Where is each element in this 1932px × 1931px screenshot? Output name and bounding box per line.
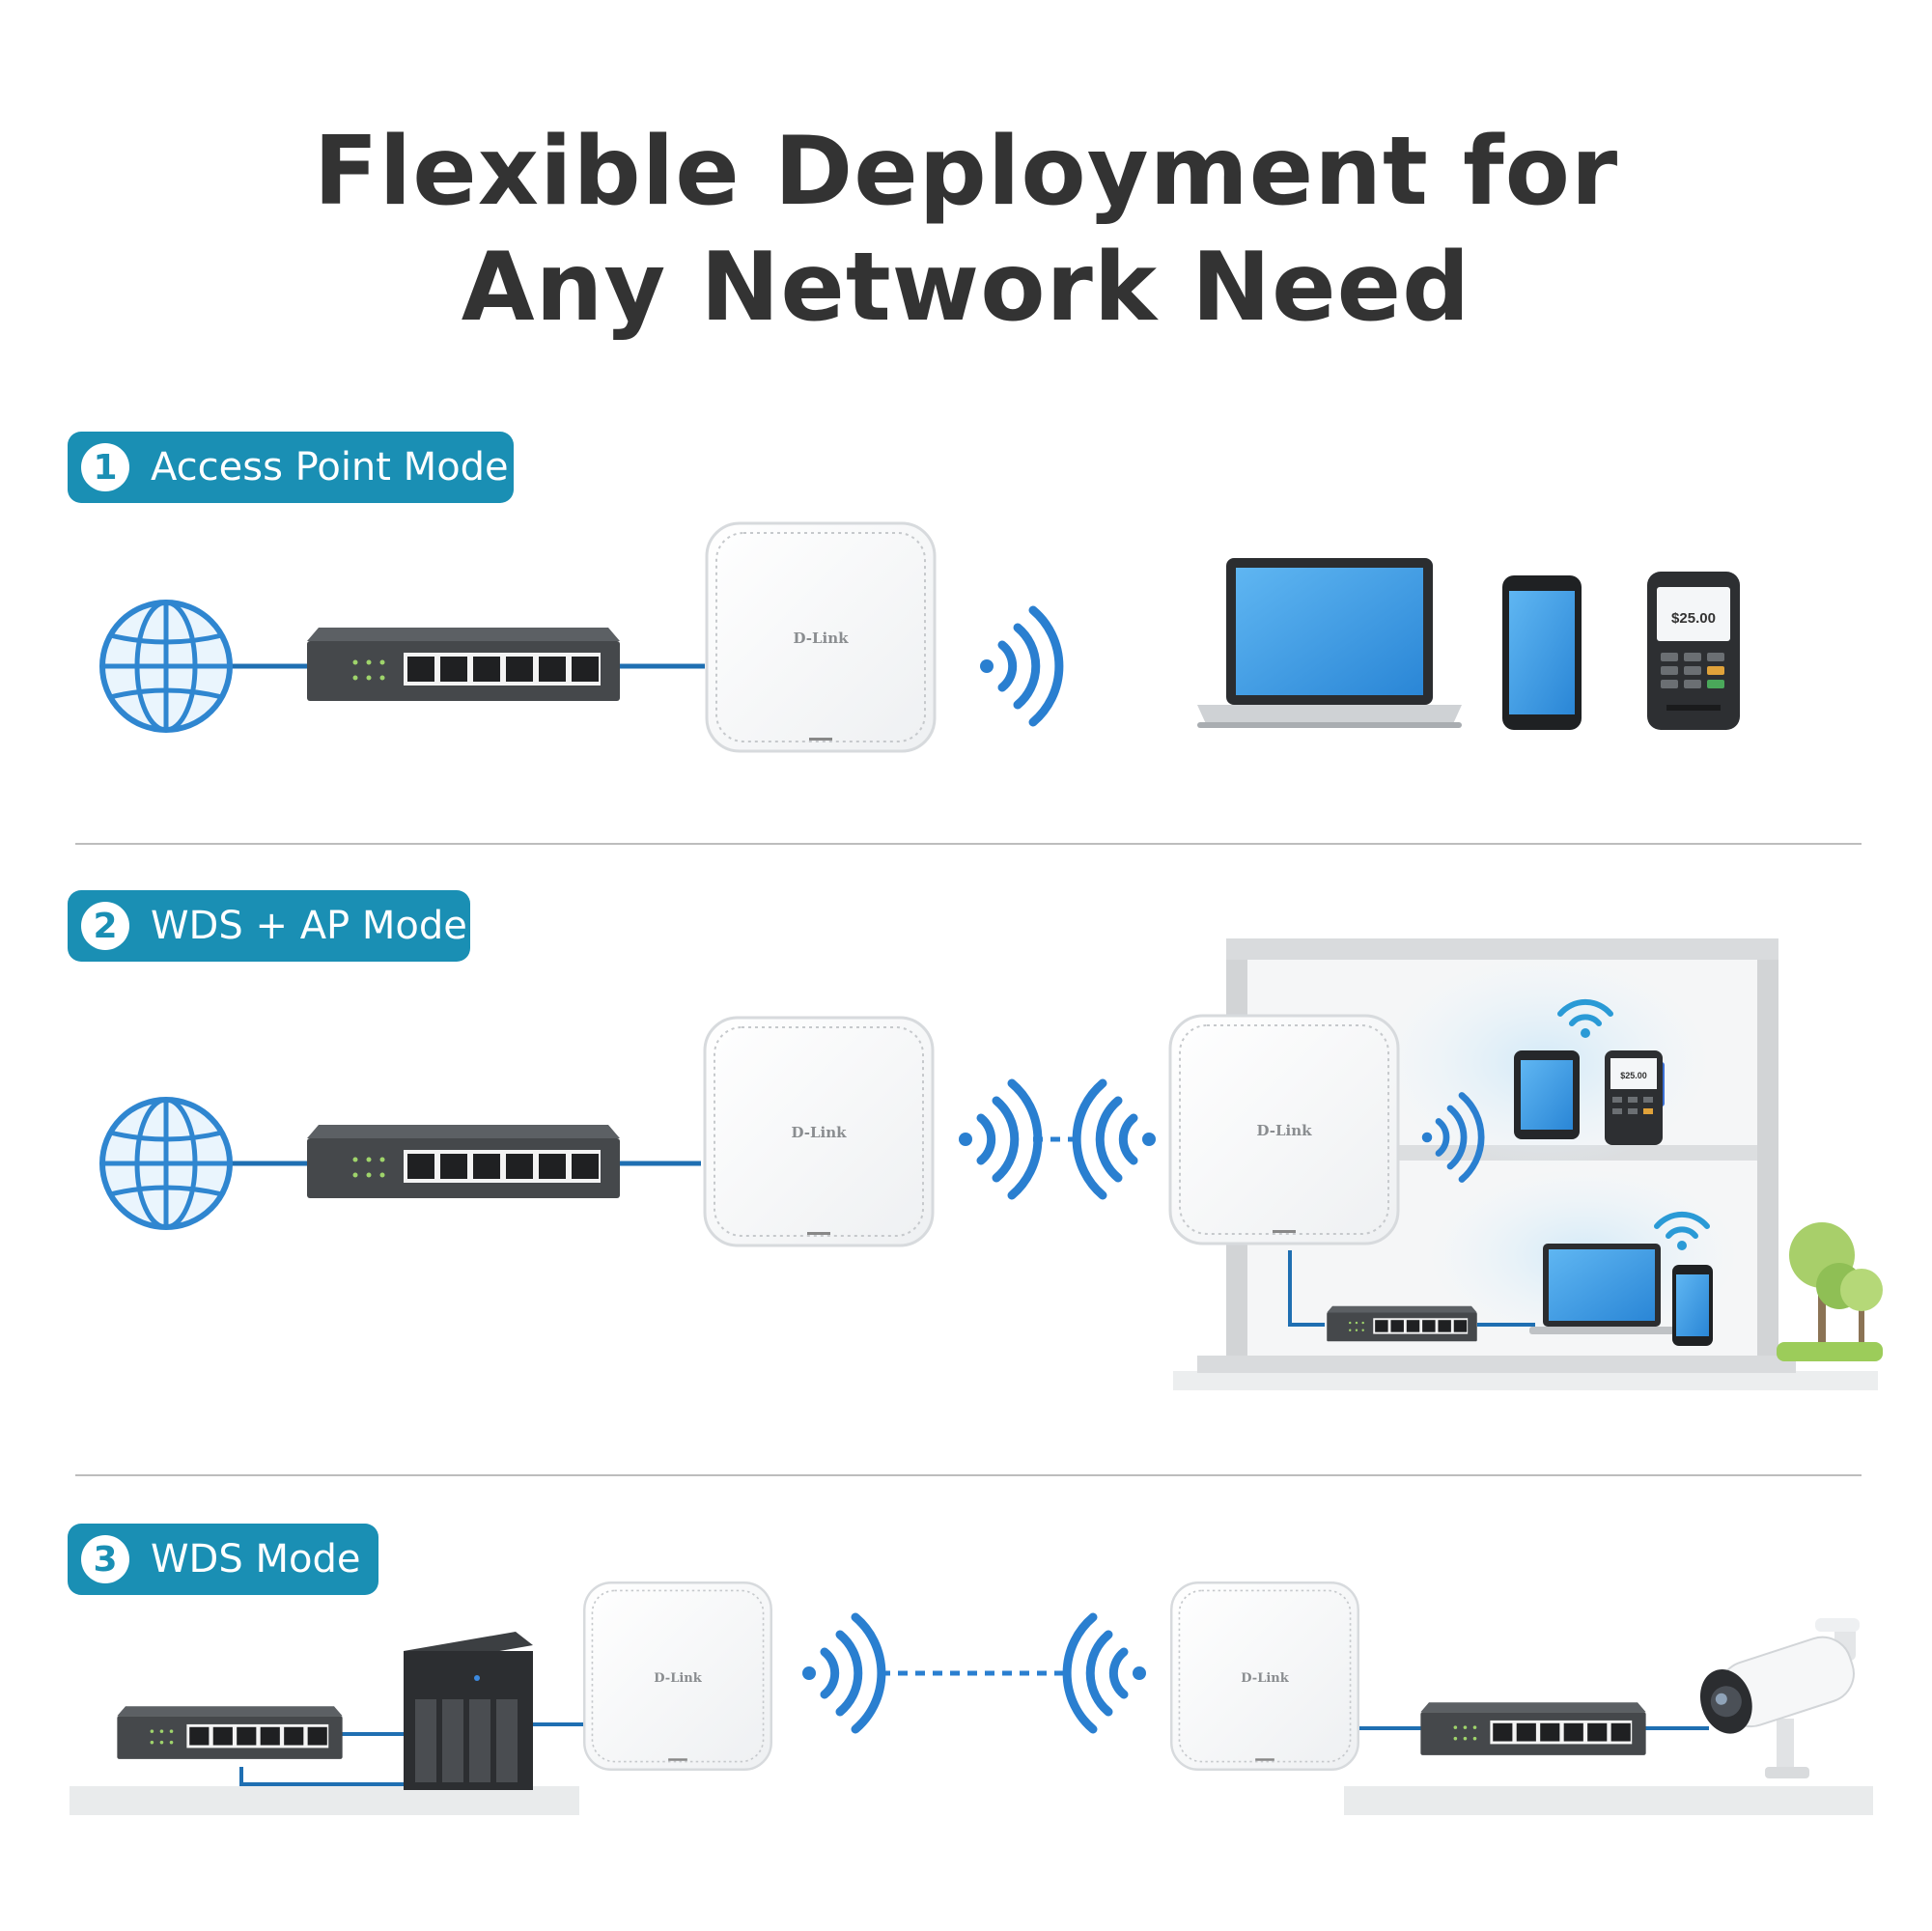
mode-label-3: WDS Mode: [151, 1537, 361, 1581]
smartphone-icon: [1672, 1265, 1713, 1346]
extender-access-point-icon: D-Link: [1168, 1014, 1400, 1245]
wifi-signal-icon: [1067, 1617, 1146, 1729]
network-switch-icon: [307, 628, 620, 701]
access-point-icon: D-Link: [705, 521, 937, 753]
network-switch-icon: [1420, 1702, 1646, 1755]
ap-brand-label: D-Link: [1256, 1122, 1312, 1139]
ap-brand-label: D-Link: [1241, 1671, 1289, 1686]
tablet-icon: [1514, 1050, 1580, 1139]
mode-badge-1: 1 Access Point Mode: [68, 432, 514, 503]
section-wds-mode: D-Link D-Link: [70, 1581, 1873, 1815]
network-switch-icon: [117, 1706, 343, 1759]
laptop-icon: [1529, 1244, 1674, 1334]
mode-number-1: 1: [81, 443, 129, 491]
ap-brand-label: D-Link: [793, 630, 849, 647]
mode-number-2: 2: [81, 902, 129, 950]
section-access-point-mode: D-Link $25.00: [102, 521, 1740, 753]
internet-globe-icon: [102, 1100, 230, 1227]
pos-terminal-icon: $25.00: [1605, 1050, 1665, 1145]
right-shelf: [1344, 1786, 1873, 1815]
wifi-signal-icon: [1077, 1083, 1156, 1195]
mode-badge-2: 2 WDS + AP Mode: [68, 890, 470, 962]
mode-number-3: 3: [81, 1535, 129, 1583]
mode-label-2: WDS + AP Mode: [151, 904, 467, 948]
left-shelf: [70, 1786, 579, 1815]
network-switch-icon: [1327, 1305, 1477, 1342]
wifi-signal-icon: [802, 1617, 882, 1729]
section-wds-ap-mode: D-Link: [102, 938, 1883, 1390]
smartphone-icon: [1502, 575, 1582, 730]
laptop-icon: [1197, 558, 1462, 728]
internet-globe-icon: [102, 602, 230, 730]
title-line-2: Any Network Need: [461, 233, 1471, 343]
network-switch-icon: [307, 1125, 620, 1198]
ap-brand-label: D-Link: [654, 1671, 702, 1686]
nas-storage-icon: [404, 1632, 533, 1790]
title-line-1: Flexible Deployment for: [313, 117, 1619, 227]
pos-terminal-icon: $25.00: [1647, 572, 1740, 730]
root-access-point-icon: D-Link: [703, 1016, 935, 1247]
tree-illustration: [1777, 1222, 1883, 1361]
access-point-a-icon: D-Link: [583, 1581, 772, 1771]
section-divider-1: [75, 843, 1862, 845]
section-divider-2: [75, 1474, 1862, 1476]
pos-price-label: $25.00: [1671, 610, 1716, 627]
security-camera-icon: [1699, 1618, 1860, 1778]
mode-label-1: Access Point Mode: [151, 445, 509, 490]
wifi-signal-icon: [959, 1083, 1038, 1195]
ap-brand-label: D-Link: [791, 1124, 847, 1141]
wifi-signal-icon: [980, 610, 1059, 722]
mode-badge-3: 3 WDS Mode: [68, 1524, 378, 1595]
pos-price-label: $25.00: [1620, 1071, 1647, 1080]
access-point-b-icon: D-Link: [1170, 1581, 1359, 1771]
page-title: Flexible Deployment for Any Network Need: [0, 114, 1932, 346]
